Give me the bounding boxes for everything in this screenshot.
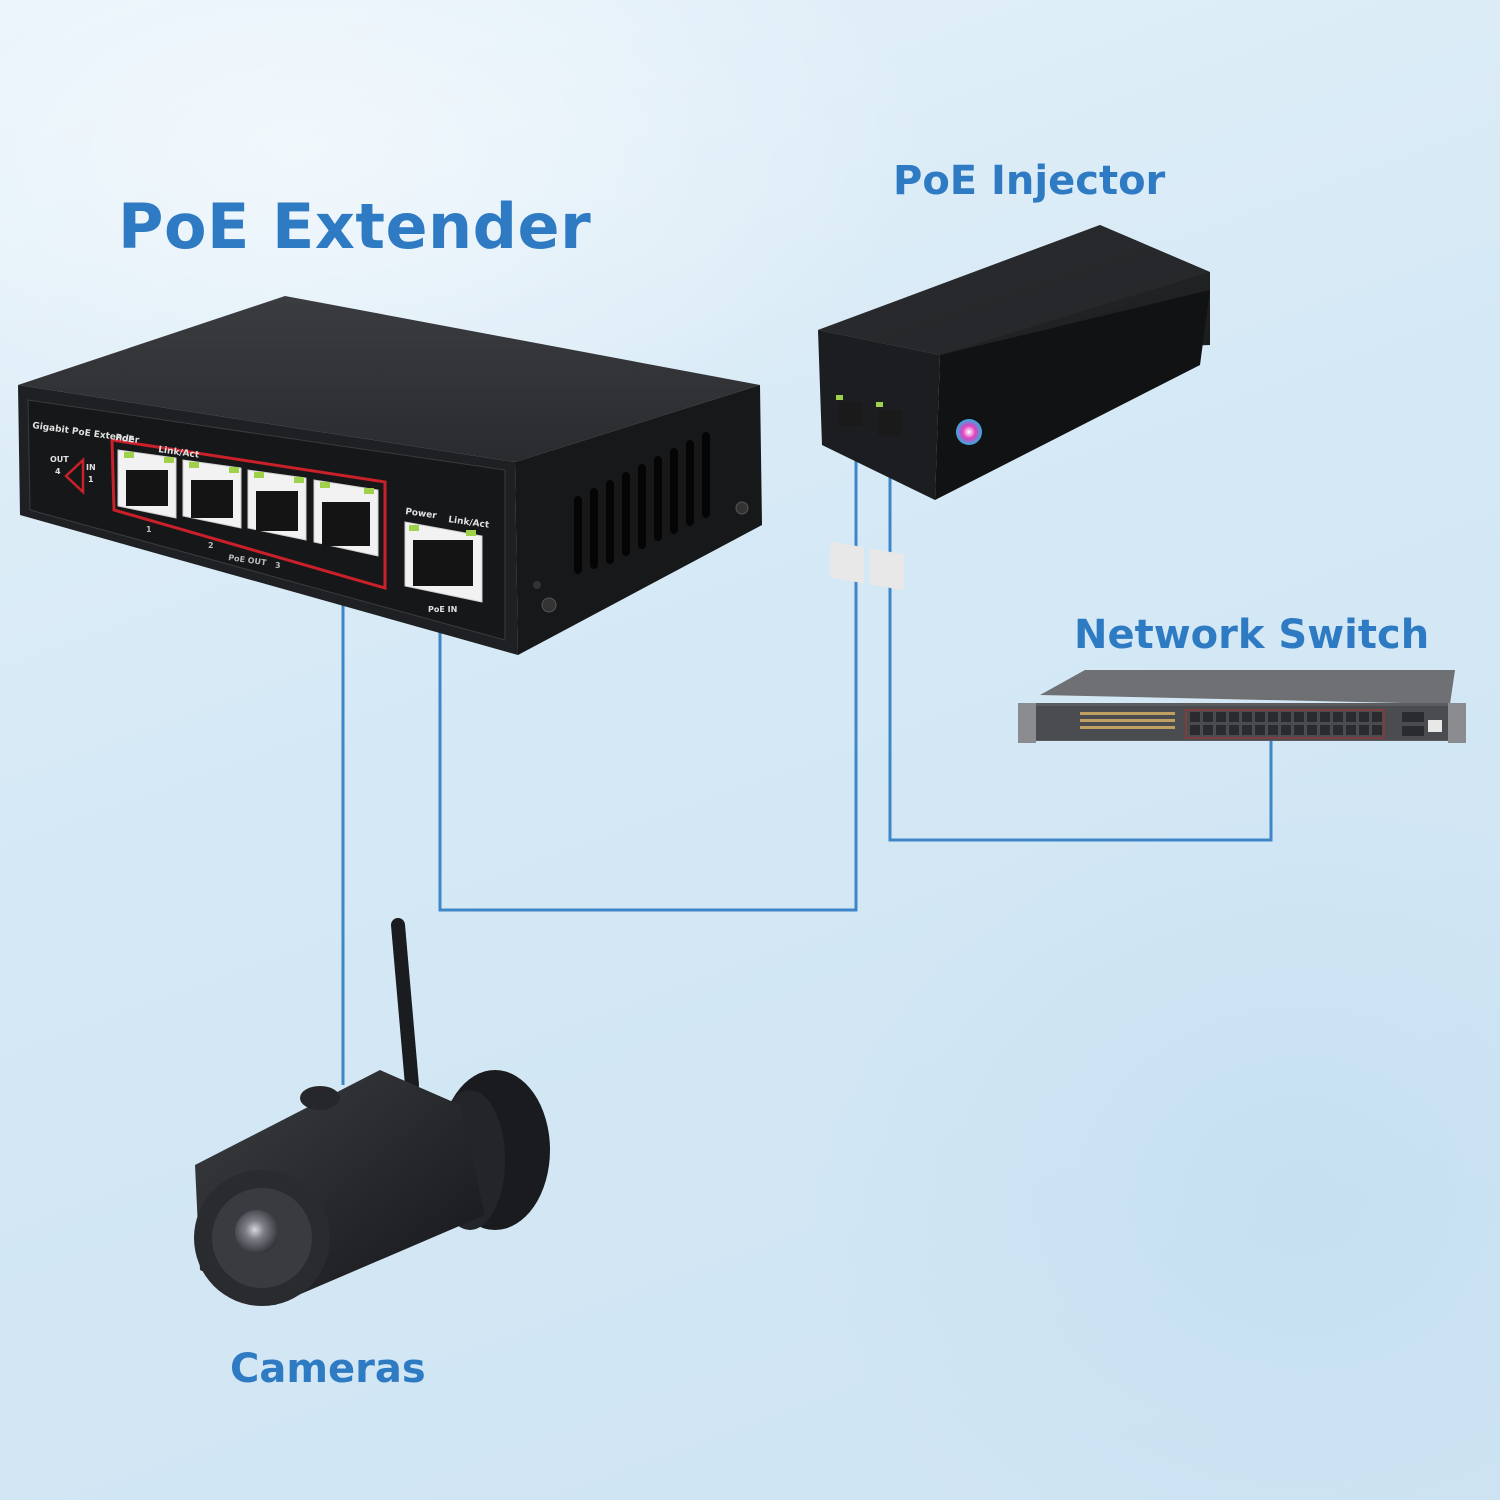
- cameras-title: Cameras: [230, 1346, 426, 1392]
- power-label: Power: [405, 507, 438, 521]
- injector-ports: [838, 402, 902, 436]
- camera-device: [194, 918, 550, 1306]
- extender-to-injector-cable: [438, 450, 858, 912]
- connection-lines: [341, 450, 1273, 1085]
- switch-ports: [1185, 709, 1385, 739]
- vent-slots: [574, 432, 710, 574]
- extender-out-label: OUT: [50, 455, 69, 464]
- extender-in-label: IN: [86, 463, 96, 472]
- poe-extender-title: PoE Extender: [118, 190, 592, 263]
- network-switch-title: Network Switch: [1074, 612, 1430, 658]
- port-2-label: 2: [208, 541, 214, 550]
- port-1-label: 1: [146, 525, 152, 534]
- direction-arrow-icon: [64, 457, 85, 495]
- poe-injector-title: PoE Injector: [893, 158, 1166, 204]
- injector-logo-icon: [956, 419, 982, 445]
- poe-extender-device: Gigabit PoE Extender PoE Link/Act OUT 4 …: [18, 296, 762, 655]
- extender-poe-label: PoE: [115, 433, 135, 446]
- extender-out-num: 4: [55, 467, 61, 476]
- poe-in-label: PoE IN: [428, 605, 457, 614]
- network-switch-device: [1018, 670, 1466, 743]
- poe-injector-device: [818, 225, 1210, 591]
- extender-in-num: 1: [88, 475, 94, 484]
- injector-to-switch-cable: [888, 450, 1273, 842]
- port-3-label: 3: [275, 561, 281, 570]
- switch-led-panel: [1080, 712, 1175, 729]
- camera-antenna: [391, 918, 419, 1092]
